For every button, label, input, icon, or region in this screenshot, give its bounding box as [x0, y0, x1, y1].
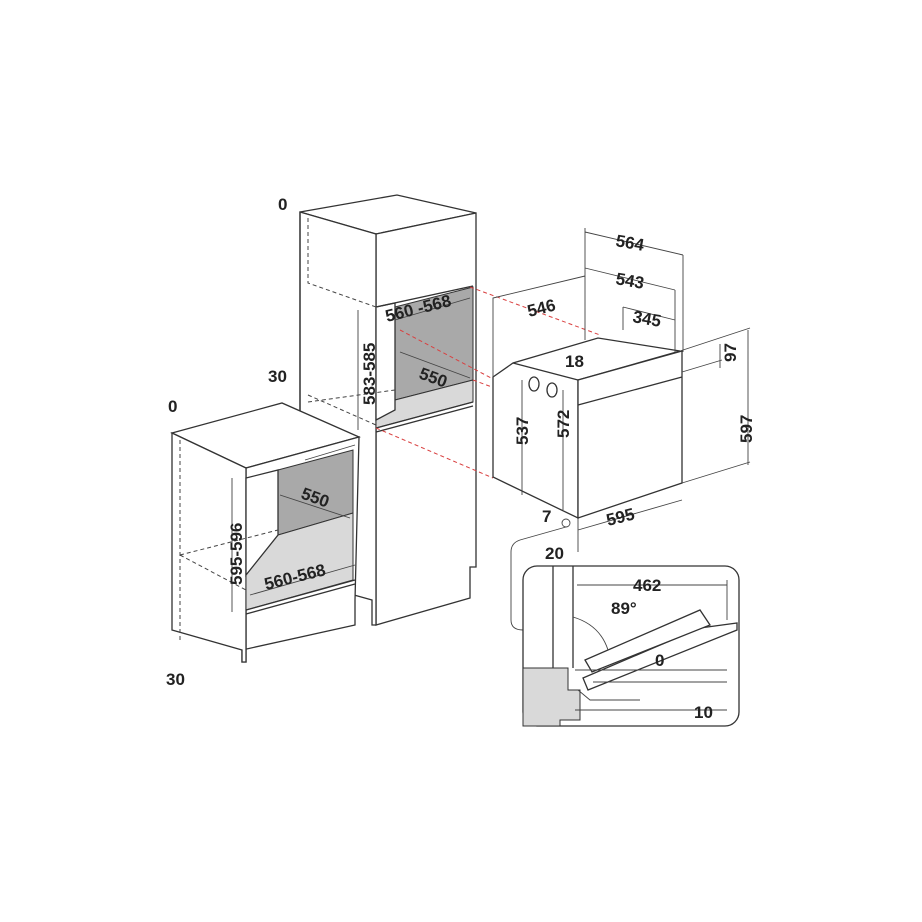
- oven-597-label: 597: [737, 415, 756, 443]
- door-gap-bottom-label: 10: [694, 703, 713, 722]
- oven-20-label: 20: [545, 544, 564, 563]
- oven-595-label: 595: [604, 505, 636, 530]
- base-bottom-gap-label: 30: [166, 670, 185, 689]
- door-462-label: 462: [633, 576, 661, 595]
- base-niche-height-label: 595-596: [227, 523, 246, 585]
- oven-564-label: 564: [614, 231, 646, 255]
- oven-572-label: 572: [554, 410, 573, 438]
- oven-18-label: 18: [565, 352, 584, 371]
- tall-side-gap-label: 30: [268, 367, 287, 386]
- base-top-gap-label: 0: [168, 397, 177, 416]
- oven: [492, 337, 683, 528]
- dimension-labels: 0 30 0 30 560 -568 583-585 550 550 595-5…: [166, 195, 756, 722]
- tall-top-gap-label: 0: [278, 195, 287, 214]
- door-detail: [522, 565, 740, 727]
- base-cabinet: [170, 402, 361, 663]
- oven-345-label: 345: [631, 307, 662, 331]
- oven-543-label: 543: [614, 269, 645, 293]
- oven-537-label: 537: [513, 417, 532, 445]
- dimension-lines: [231, 228, 751, 631]
- door-angle-label: 89°: [611, 599, 637, 618]
- door-gap-top-label: 0: [655, 651, 664, 670]
- oven-97-label: 97: [721, 343, 740, 362]
- tall-niche-height-label: 583-585: [360, 343, 379, 405]
- oven-7-label: 7: [542, 507, 551, 526]
